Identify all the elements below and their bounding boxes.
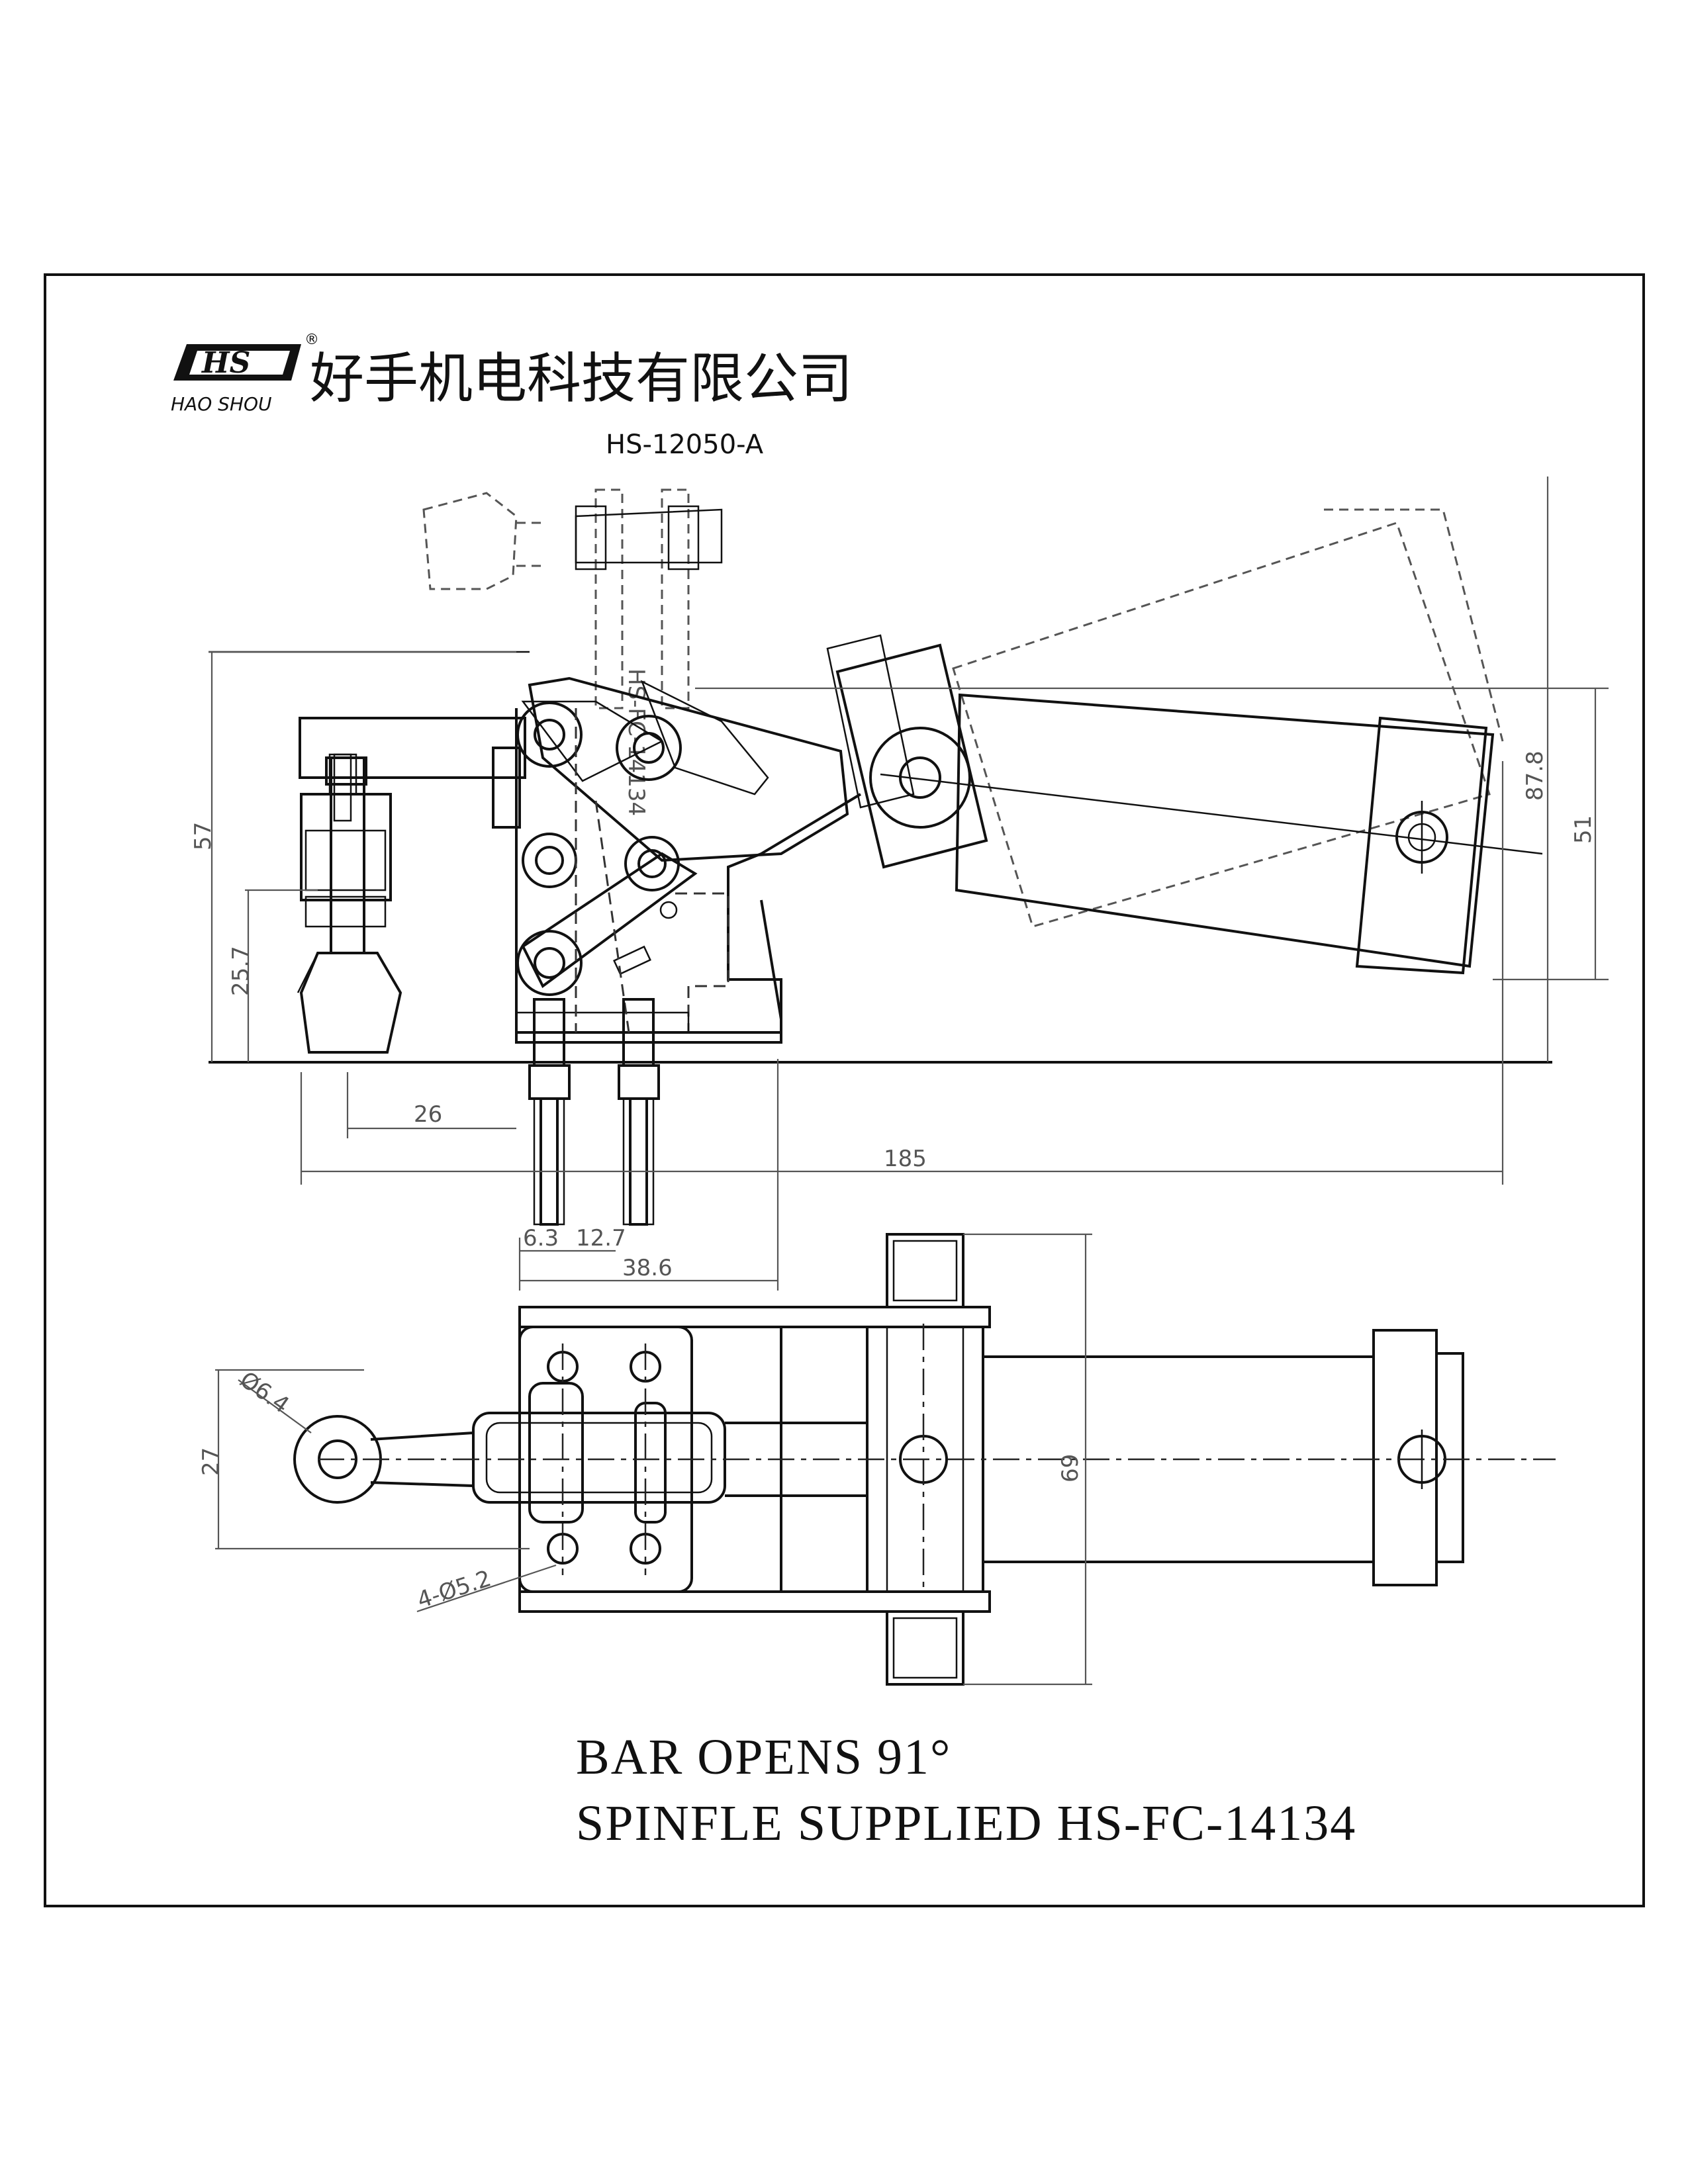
dim-cyl-51: 51 xyxy=(1570,815,1597,844)
dim-holes-4-5-2: 4-Ø5.2 xyxy=(414,1565,494,1614)
dim-dia-6-4: Ø6.4 xyxy=(235,1367,294,1419)
logo-text: HS xyxy=(201,346,250,380)
clamp-arm xyxy=(528,676,849,1020)
dim-hole-12-7: 12.7 xyxy=(576,1225,626,1251)
dim-hole-6-3: 6.3 xyxy=(523,1225,559,1251)
clamp-body xyxy=(492,700,862,1044)
dim-offset-26: 26 xyxy=(414,1101,442,1128)
side-view: HS-FC-14134 xyxy=(190,477,1609,1291)
dim-width-69: 69 xyxy=(1057,1454,1084,1482)
dim-base-38-6: 38.6 xyxy=(622,1255,673,1281)
brand-name: HAO SHOU xyxy=(171,393,272,415)
dim-cyl-87-8: 87.8 xyxy=(1522,751,1548,801)
top-view xyxy=(293,1233,1556,1686)
registered-mark: ® xyxy=(305,332,319,348)
dim-width-27: 27 xyxy=(198,1447,224,1476)
pivot-bracket xyxy=(826,634,988,869)
side-view-dimensions: 57 25.7 26 185 87.8 51 6.3 12.7 38.6 xyxy=(190,477,1609,1291)
spindle-assembly xyxy=(297,717,526,1054)
model-number: HS-12050-A xyxy=(606,430,764,460)
open-position-ghost: HS-FC-14134 xyxy=(422,488,1504,928)
company-name: 好手机电科技有限公司 xyxy=(310,347,853,410)
mounting-bolts xyxy=(528,998,660,1226)
note-bar-opens: BAR OPENS 91° xyxy=(576,1729,951,1785)
drawing-frame xyxy=(44,273,1645,1907)
dim-length-185: 185 xyxy=(884,1146,927,1172)
dim-height-57: 57 xyxy=(190,822,216,850)
pneumatic-cylinder xyxy=(880,693,1543,975)
company-logo: HS ® HAO SHOU xyxy=(171,332,319,415)
note-spindle-supplied: SPINFLE SUPPLIED HS-FC-14134 xyxy=(576,1796,1356,1851)
dim-height-25-7: 25.7 xyxy=(228,946,254,996)
